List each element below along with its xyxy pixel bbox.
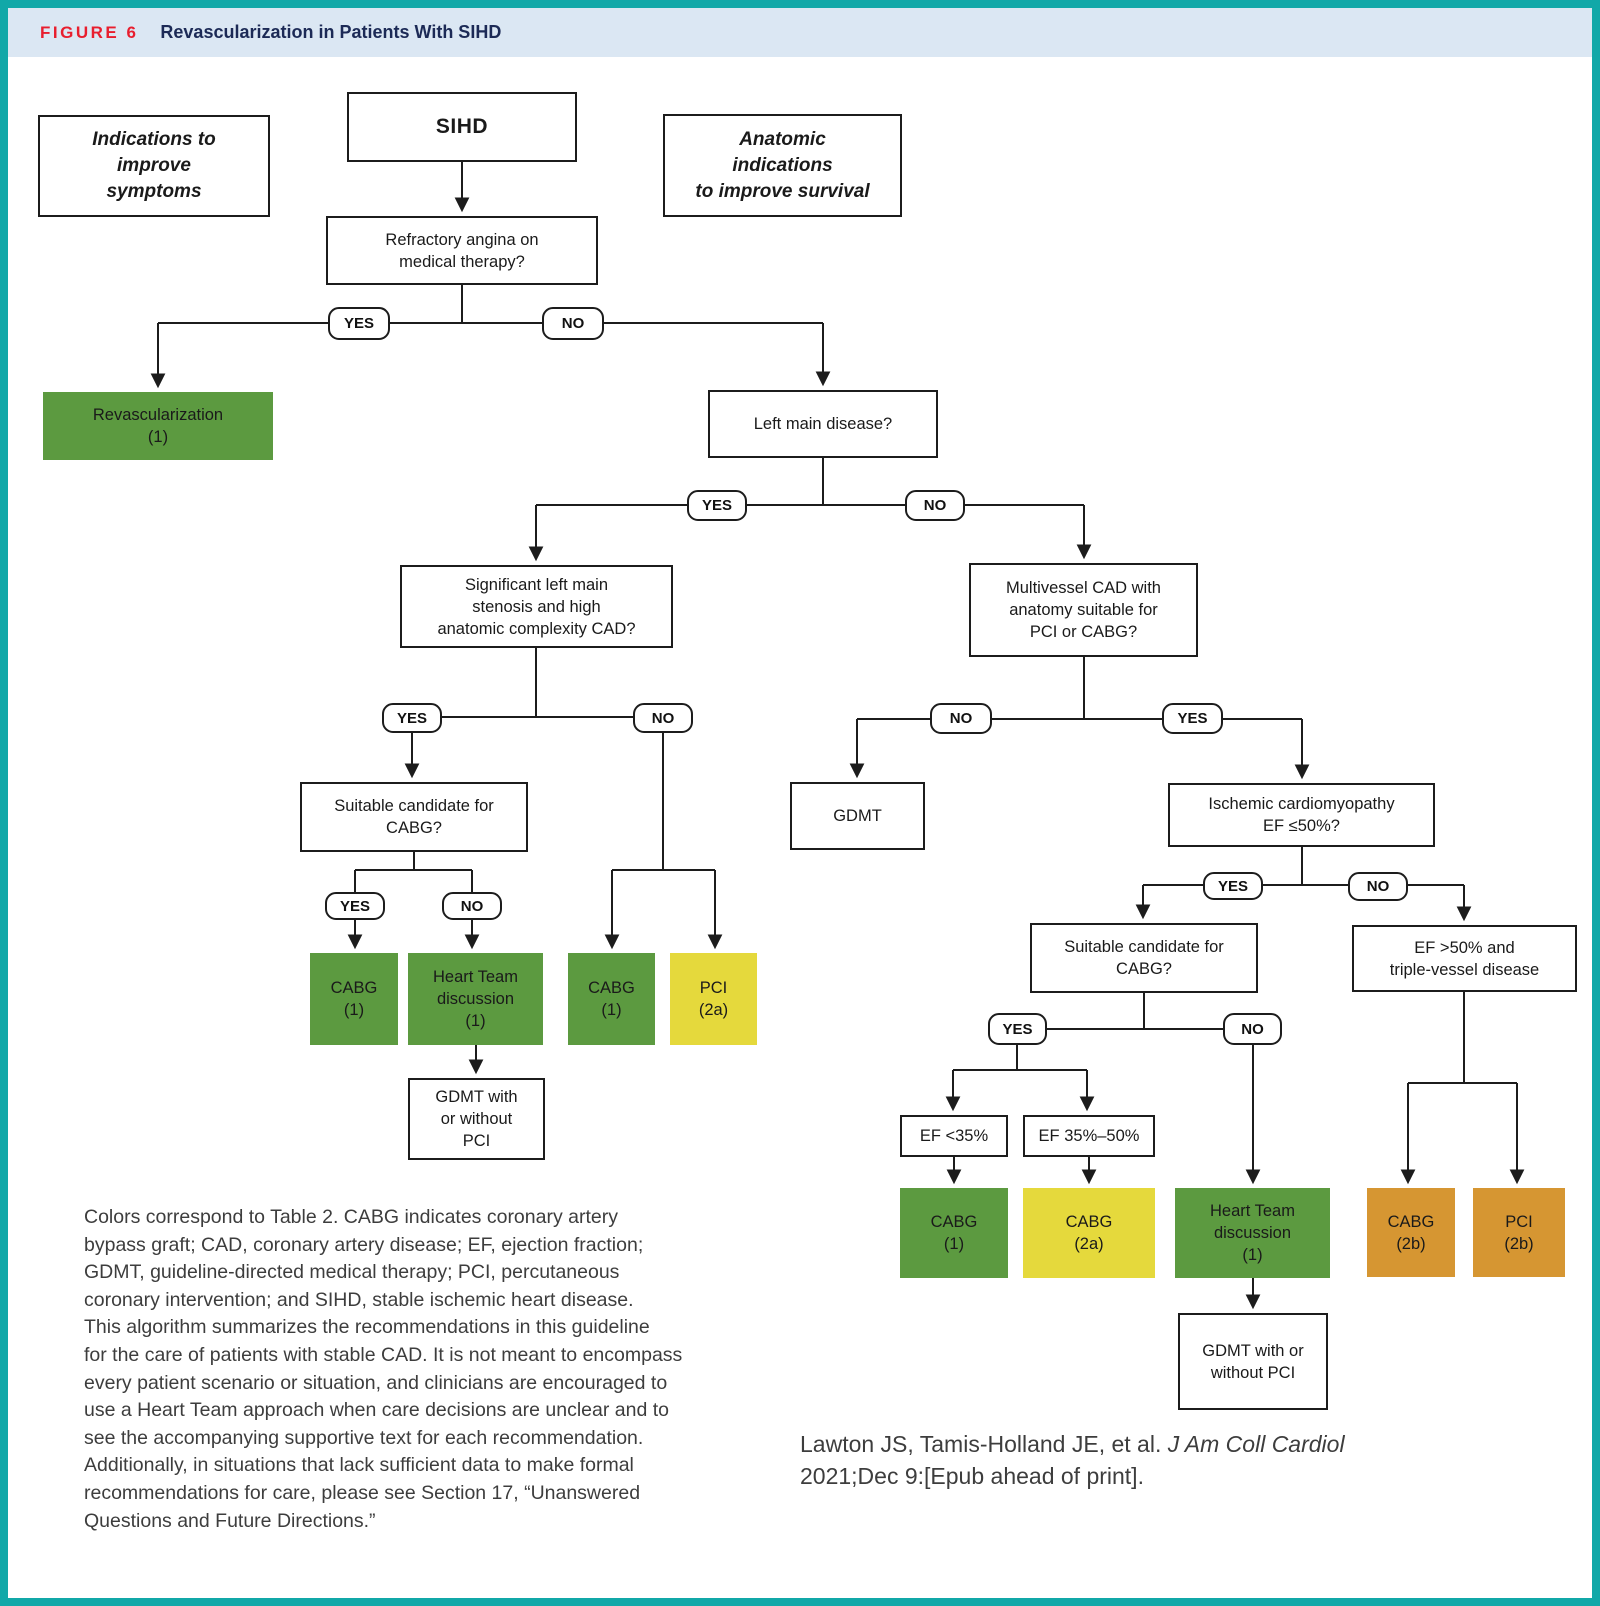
figure-header: FIGURE 6 Revascularization in Patients W…	[8, 8, 1592, 57]
pill-no-suitable-left: NO	[442, 892, 502, 920]
pill-yes-multivessel: YES	[1162, 703, 1223, 734]
citation-line1: Lawton JS, Tamis-Holland JE, et al. J Am…	[800, 1428, 1345, 1460]
node-indications-improve-symptoms: Indications to improve symptoms	[38, 115, 270, 217]
node-sihd: SIHD	[347, 92, 577, 162]
node-pci-2a: PCI (2a)	[670, 953, 757, 1045]
node-anatomic-indications-survival: Anatomic indications to improve survival	[663, 114, 902, 217]
node-gdmt-with-without-pci-left: GDMT with or without PCI	[408, 1078, 545, 1160]
figure-title: Revascularization in Patients With SIHD	[160, 22, 502, 42]
node-cabg-1-mid: CABG (1)	[568, 953, 655, 1045]
pill-no-left-main: NO	[905, 490, 965, 521]
citation-line2: 2021;Dec 9:[Epub ahead of print].	[800, 1463, 1144, 1489]
node-heart-team-discussion-left: Heart Team discussion (1)	[408, 953, 543, 1045]
node-suitable-cabg-left: Suitable candidate for CABG?	[300, 782, 528, 852]
citation-authors: Lawton JS, Tamis-Holland JE, et al.	[800, 1431, 1168, 1457]
pill-yes-suitable-right: YES	[988, 1013, 1047, 1045]
node-cabg-1-right: CABG (1)	[900, 1188, 1008, 1278]
node-ef-lt-35: EF <35%	[900, 1115, 1008, 1157]
node-significant-left-main: Significant left main stenosis and high …	[400, 565, 673, 648]
node-gdmt: GDMT	[790, 782, 925, 850]
pill-yes-ischemic: YES	[1203, 872, 1263, 900]
pill-no-suitable-right: NO	[1223, 1013, 1282, 1045]
pill-yes-left-main: YES	[687, 490, 747, 521]
node-cabg-2a: CABG (2a)	[1023, 1188, 1155, 1278]
node-pci-2b: PCI (2b)	[1473, 1188, 1565, 1277]
node-left-main-disease: Left main disease?	[708, 390, 938, 458]
pill-no-ischemic: NO	[1348, 872, 1408, 901]
pill-yes-refractory: YES	[328, 307, 390, 340]
node-ef-gt50-triple-vessel: EF >50% and triple-vessel disease	[1352, 925, 1577, 992]
citation: Lawton JS, Tamis-Holland JE, et al. J Am…	[800, 1428, 1345, 1492]
pill-no-refractory: NO	[542, 307, 604, 340]
pill-yes-suitable-left: YES	[325, 892, 385, 920]
node-revascularization-1: Revascularization (1)	[43, 392, 273, 460]
node-heart-team-discussion-right: Heart Team discussion (1)	[1175, 1188, 1330, 1278]
node-cabg-1-left: CABG (1)	[310, 953, 398, 1045]
pill-yes-significant-lm: YES	[382, 703, 442, 733]
node-suitable-cabg-right: Suitable candidate for CABG?	[1030, 923, 1258, 993]
node-cabg-2b: CABG (2b)	[1367, 1188, 1455, 1277]
pill-no-significant-lm: NO	[633, 703, 693, 733]
node-multivessel-cad: Multivessel CAD with anatomy suitable fo…	[969, 563, 1198, 657]
figure-number-label: FIGURE 6	[40, 22, 139, 42]
node-ischemic-cardiomyopathy: Ischemic cardiomyopathy EF ≤50%?	[1168, 783, 1435, 847]
node-gdmt-with-without-pci-right: GDMT with or without PCI	[1178, 1313, 1328, 1410]
citation-journal: J Am Coll Cardiol	[1167, 1431, 1345, 1457]
node-ef-35-50: EF 35%–50%	[1023, 1115, 1155, 1157]
pill-no-multivessel: NO	[930, 703, 992, 734]
figure-caption: Colors correspond to Table 2. CABG indic…	[84, 1206, 683, 1532]
node-refractory-angina: Refractory angina on medical therapy?	[326, 216, 598, 285]
